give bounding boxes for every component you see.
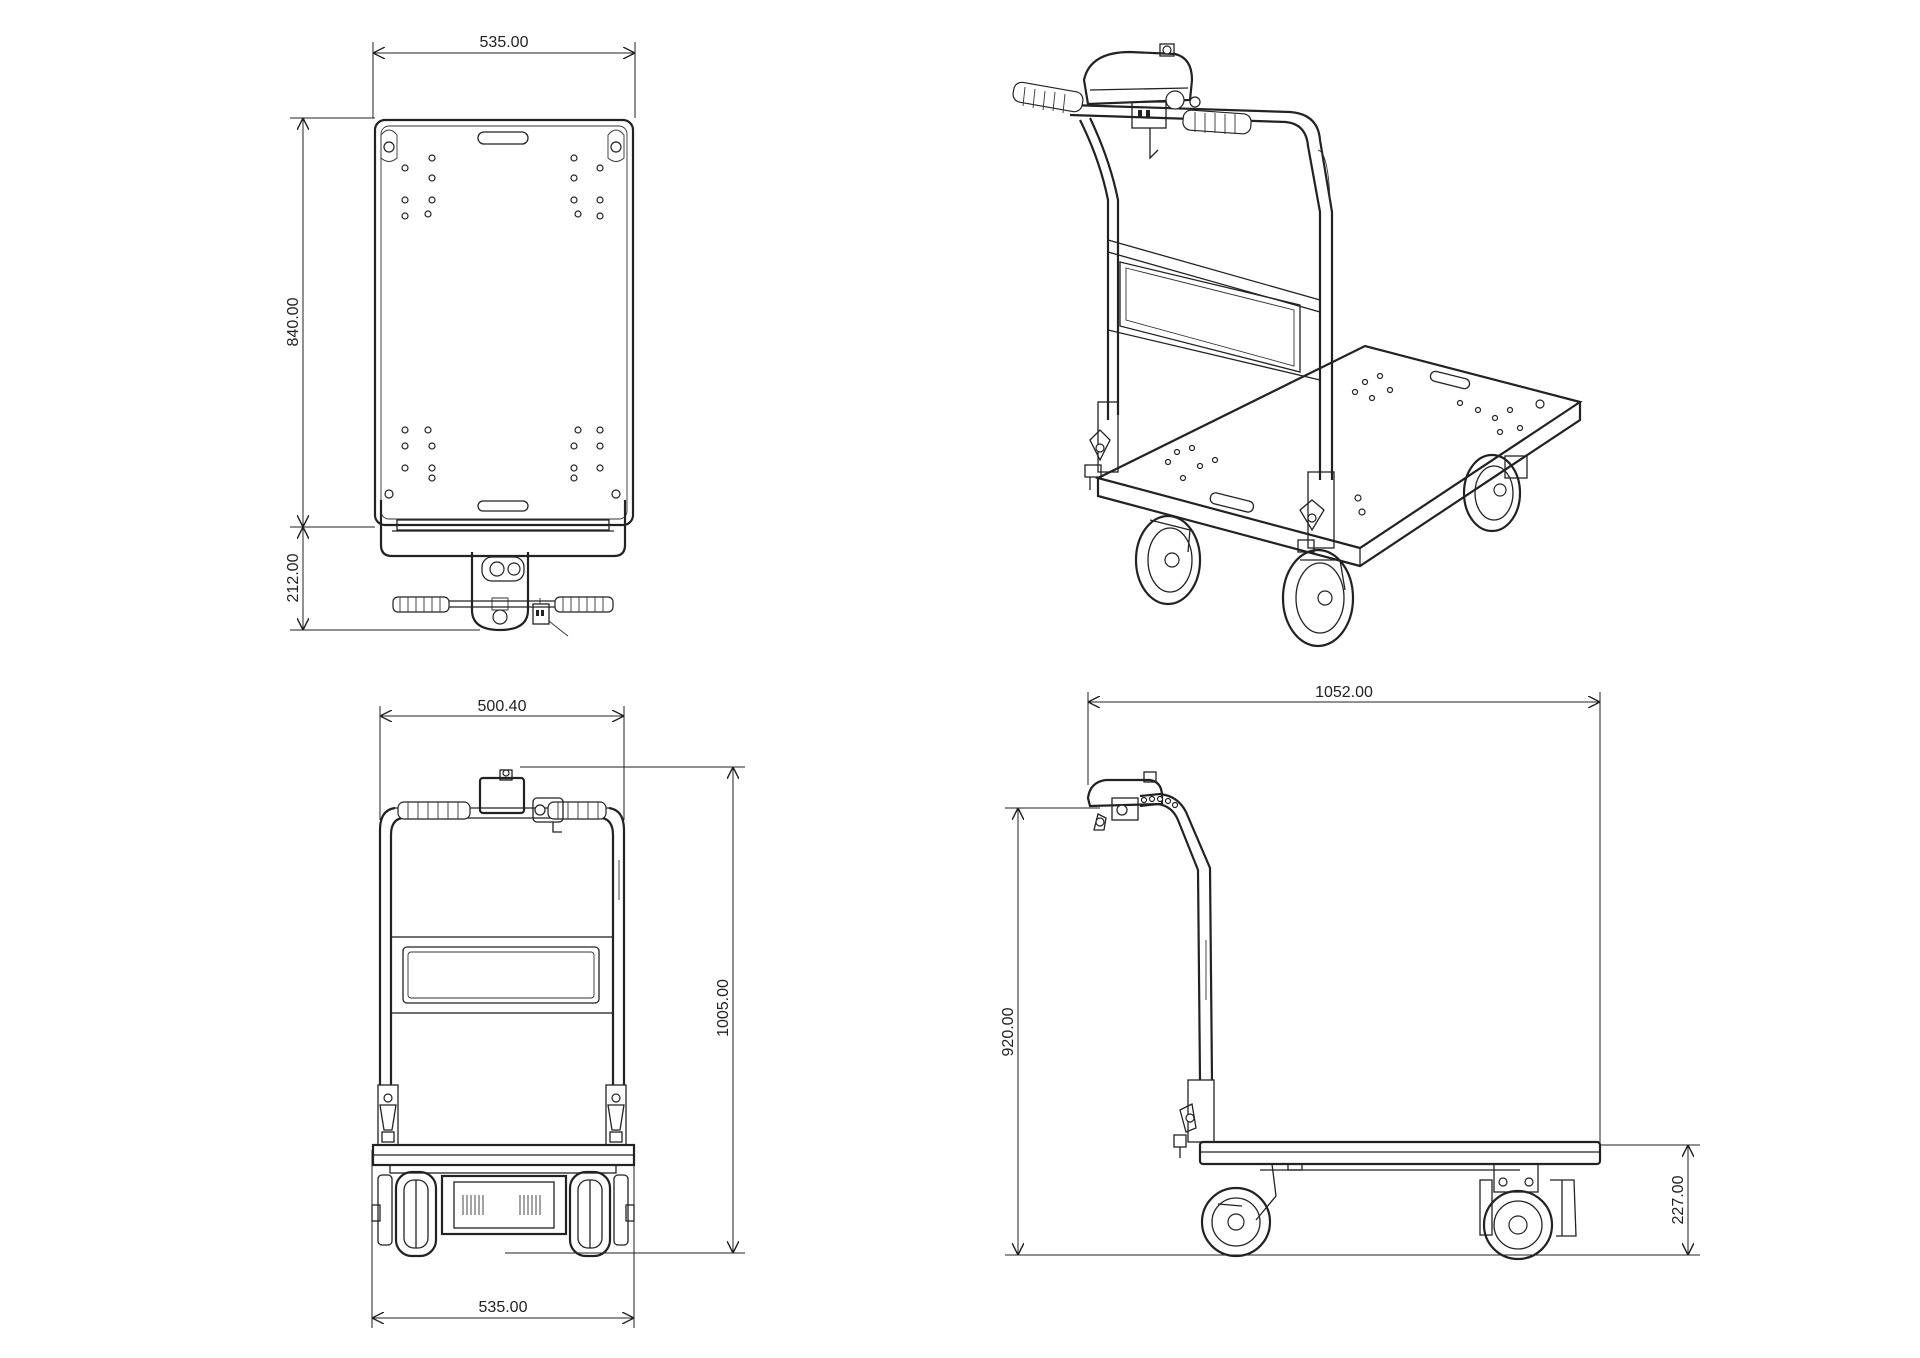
iso-right-latch	[1297, 471, 1335, 553]
side-view: 1052.00 920.00 227.00	[1000, 684, 1700, 1261]
dim-side-length-label: 1052.00	[1315, 684, 1373, 701]
dim-top-handle-label: 212.00	[285, 553, 302, 602]
dim-top-length: 840.00	[285, 117, 375, 528]
front-view: 500.40 1005.00 535.00	[371, 698, 745, 1328]
adjust-holes	[1140, 795, 1179, 809]
front-left-latch	[377, 1084, 399, 1146]
side-rear-wheel	[1479, 1163, 1577, 1261]
iso-right-grip	[1182, 109, 1252, 135]
dim-side-handle-height-label: 920.00	[1000, 1007, 1017, 1056]
iso-wheel-rear-right	[1462, 453, 1528, 533]
dim-front-handle-width: 500.40	[379, 698, 625, 820]
iso-controller	[1082, 43, 1201, 110]
top-view: 535.00 840.00 212.00	[285, 34, 636, 637]
iso-left-grip	[1012, 81, 1084, 114]
dim-side-platform-height-label: 227.00	[1670, 1175, 1687, 1224]
vent-slots	[462, 1195, 541, 1215]
dim-top-width-label: 535.00	[480, 34, 529, 51]
front-right-latch	[605, 1084, 627, 1146]
iso-wheel-front-left	[1134, 514, 1202, 606]
dim-front-handle-width-label: 500.40	[478, 698, 527, 715]
dim-top-width: 535.00	[372, 34, 636, 118]
dim-front-base-width-label: 535.00	[479, 1299, 528, 1316]
iso-left-latch	[1084, 401, 1119, 490]
side-latch	[1173, 1079, 1215, 1158]
dim-side-length: 1052.00	[1087, 684, 1601, 1145]
isometric-view	[1012, 43, 1583, 648]
iso-bolt-holes	[1164, 372, 1545, 516]
right-grip	[554, 596, 614, 613]
bolt-holes	[384, 154, 621, 499]
dim-top-handle: 212.00	[285, 527, 480, 631]
front-left-grip	[397, 801, 471, 820]
front-left-wheel	[371, 1170, 438, 1258]
dim-side-handle-height: 920.00	[1000, 807, 1600, 1256]
dim-front-height-label: 1005.00	[715, 979, 732, 1037]
side-front-wheel	[1200, 1163, 1277, 1258]
front-right-wheel	[568, 1170, 635, 1258]
dim-front-height: 1005.00	[505, 766, 745, 1254]
side-controller	[1086, 771, 1164, 831]
dim-side-platform-height: 227.00	[1600, 1144, 1700, 1256]
iso-wheel-front-right	[1281, 548, 1355, 648]
dim-front-base-width: 535.00	[371, 1150, 635, 1328]
front-right-grip	[547, 801, 607, 820]
left-grip	[392, 596, 450, 613]
dim-top-length-label: 840.00	[285, 297, 302, 346]
